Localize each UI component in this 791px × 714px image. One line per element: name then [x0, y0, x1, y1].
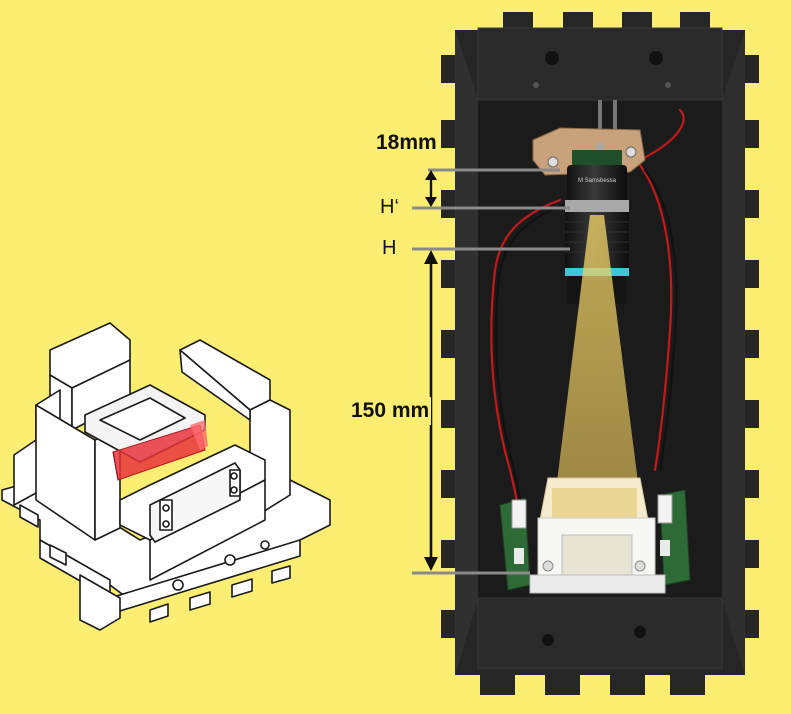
- label-h-prime: H‘: [380, 196, 399, 218]
- arrow-18mm: [425, 170, 437, 207]
- label-150mm: 150 mm: [349, 397, 432, 425]
- label-h: H: [382, 237, 397, 259]
- camera-enclosure: M Samsbessa: [441, 12, 759, 695]
- cuvette-holder: [529, 477, 666, 594]
- cuvette-highlight: [112, 420, 208, 481]
- svg-text:M Samsbessa: M Samsbessa: [578, 178, 617, 184]
- label-18mm: 18mm: [376, 131, 437, 154]
- isometric-holder-drawing: [1, 322, 331, 631]
- field-of-view-beam: [555, 215, 640, 498]
